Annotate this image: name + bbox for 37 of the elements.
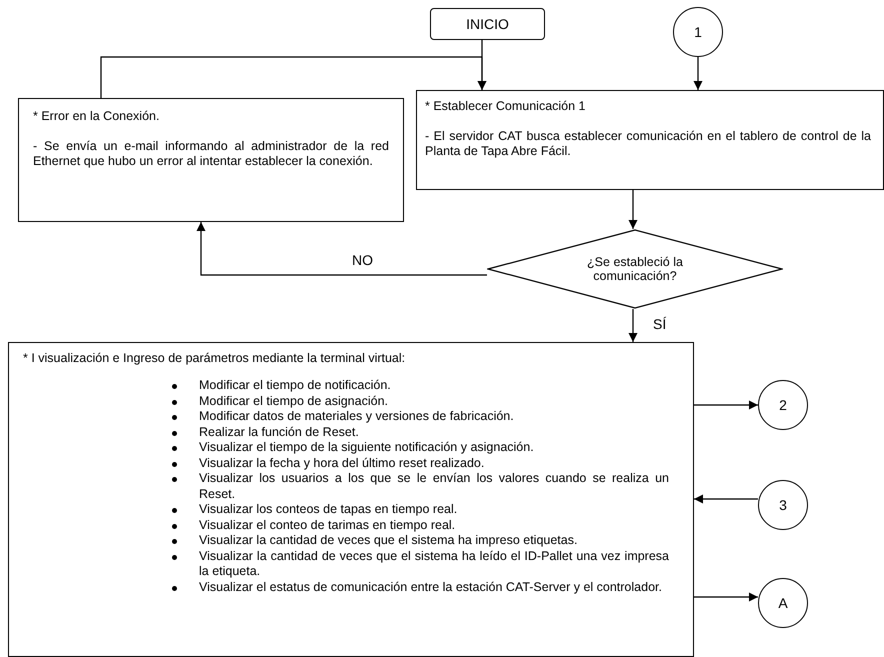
list-item-text: Visualizar los usuarios a los que se le envían los valores cuando se realiza un Reset. — [199, 471, 669, 500]
list-item-text: Visualizar la fecha y hora del último reset realizado. — [199, 456, 484, 470]
list-item-text: Visualizar el conteo de tarimas en tiempo real. — [199, 518, 456, 532]
arrow — [694, 57, 702, 90]
list-item-text: Realizar la función de Reset. — [199, 424, 359, 438]
arrow — [694, 400, 758, 410]
process-box — [18, 98, 404, 222]
box-body: - Se envía un e-mail informando al administrador de la red Ethernet que hubo un error al intentar establecer la conexión. — [33, 139, 389, 169]
arrow — [628, 190, 638, 229]
list-item-text: Visualizar la cantidad de veces que el sistema ha impreso etiquetas. — [199, 533, 578, 547]
box-heading: * Error en la Conexión. — [33, 109, 160, 124]
list-item-text: Modificar datos de materiales y versiones de fabricación. — [199, 409, 514, 423]
list-item-text: Visualizar los conteos de tapas en tiempo real. — [199, 502, 458, 516]
decision-text: ¿Se estableció la comunicación? — [586, 255, 684, 283]
box-body: - El servidor CAT busca establecer comunicación en el tablero de control de la Planta de Tapa Abre Fácil. — [425, 129, 871, 159]
connector-circle: 2 — [758, 380, 808, 430]
connector-circle: 3 — [758, 480, 808, 530]
list-item-text: Modificar el tiempo de asignación. — [199, 394, 388, 408]
process-box — [8, 342, 694, 657]
edge-label: NO — [350, 252, 375, 268]
edge-label: SÍ — [651, 316, 668, 332]
box-heading: * I visualización e Ingreso de parámetros mediante la terminal virtual: — [23, 351, 406, 366]
arrow — [100, 56, 486, 98]
arrow — [196, 222, 487, 276]
box-heading: * Establecer Comunicación 1 — [425, 99, 586, 114]
arrow — [628, 309, 638, 342]
list-item-text: Visualizar el estatus de comunicación entre la estación CAT-Server y el controlador. — [199, 580, 662, 594]
connector-circle: A — [758, 578, 808, 628]
list-item-text: Modificar el tiempo de notificación. — [199, 378, 391, 392]
start-box: INICIO — [430, 8, 545, 40]
list-item-text: Visualizar la cantidad de veces que el sistema ha leído el ID-Pallet una vez impresa la etiqueta. — [199, 548, 669, 578]
arrow — [694, 494, 758, 504]
connector-circle: 1 — [673, 7, 723, 57]
decision-diamond — [487, 229, 783, 309]
list-item-text: Visualizar el tiempo de la siguiente notificación y asignación. — [199, 440, 534, 454]
process-box — [416, 90, 884, 190]
arrow — [694, 592, 758, 602]
